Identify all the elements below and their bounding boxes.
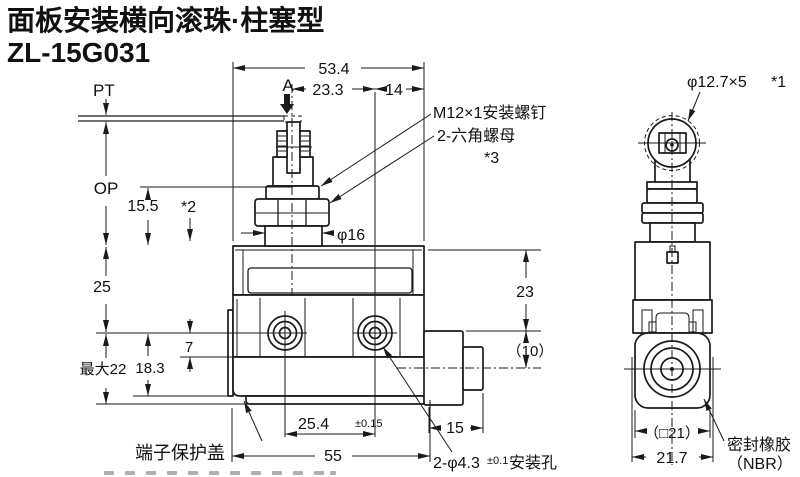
dim-10: （10） [507,343,554,360]
terminal-cover-plate [245,395,429,405]
dim-sq-21: （□21） [644,425,700,442]
label-mounting-holes-suffix: 安装孔 [509,454,557,472]
leader-roller-size [687,91,701,122]
dim-25-4: 25.4 [298,416,329,433]
front-view [227,115,484,406]
roller-plunger [254,115,330,247]
switch-head [232,245,425,296]
centerlines [96,84,721,465]
page-title: 面板安装横向滚珠·柱塞型 [7,4,324,36]
switch-base [232,356,431,397]
leader-seal-rubber [703,398,725,442]
dim-23-3: 23.3 [312,82,343,99]
leader-mounting-screw [320,113,432,187]
dim-21-7: 21.7 [656,450,687,467]
label-roller-size: φ12.7×5 [687,74,747,91]
fork-hatching [278,135,309,152]
model-number: ZL-15G031 [7,37,150,68]
label-seal-rubber-material: （NBR） [727,455,793,473]
cropped-note-fragment [104,471,336,475]
dim-max-22: 最大22 [80,361,127,378]
leader-terminal-cover [243,400,263,442]
plunger-cylinder [264,225,323,247]
dim-55: 55 [324,448,342,465]
label-terminal-cover: 端子保护盖 [135,443,225,463]
dim-15-5: 15.5 [127,198,158,215]
dim-23: 23 [516,284,534,301]
leader-hex-nuts [329,135,435,204]
dim-53-4: 53.4 [318,61,349,78]
dim-phi16: φ16 [337,227,365,244]
label-op: OP [94,179,119,198]
label-note-3: *3 [484,150,499,167]
dim-25: 25 [93,279,111,296]
label-note-1: *1 [771,74,786,91]
label-mounting-screw: M12×1安装螺钉 [433,104,546,122]
label-section-a: A [282,76,294,95]
tol-25-4: ±0.15 [355,418,382,430]
leader-mounting-holes [382,346,453,453]
section-a-pointer [280,94,294,114]
label-pt: PT [93,81,115,100]
dim-7: 7 [185,339,193,356]
label-mounting-holes: 2-φ4.3 [433,455,480,472]
label-note-2: *2 [181,199,196,216]
dim-14: 14 [385,82,403,99]
label-hex-nuts: 2-六角螺母 [437,127,515,145]
dimension-lines [103,65,713,460]
leader-lines [243,91,725,453]
dim-18-3: 18.3 [135,360,164,377]
label-seal-rubber: 密封橡胶 [727,436,791,454]
tol-mounting-holes: ±0.1 [487,455,508,467]
labels: 面板安装横向滚珠·柱塞型 ZL-15G031 PT OP A 53.4 23.3… [7,4,793,473]
dim-15: 15 [446,420,464,437]
